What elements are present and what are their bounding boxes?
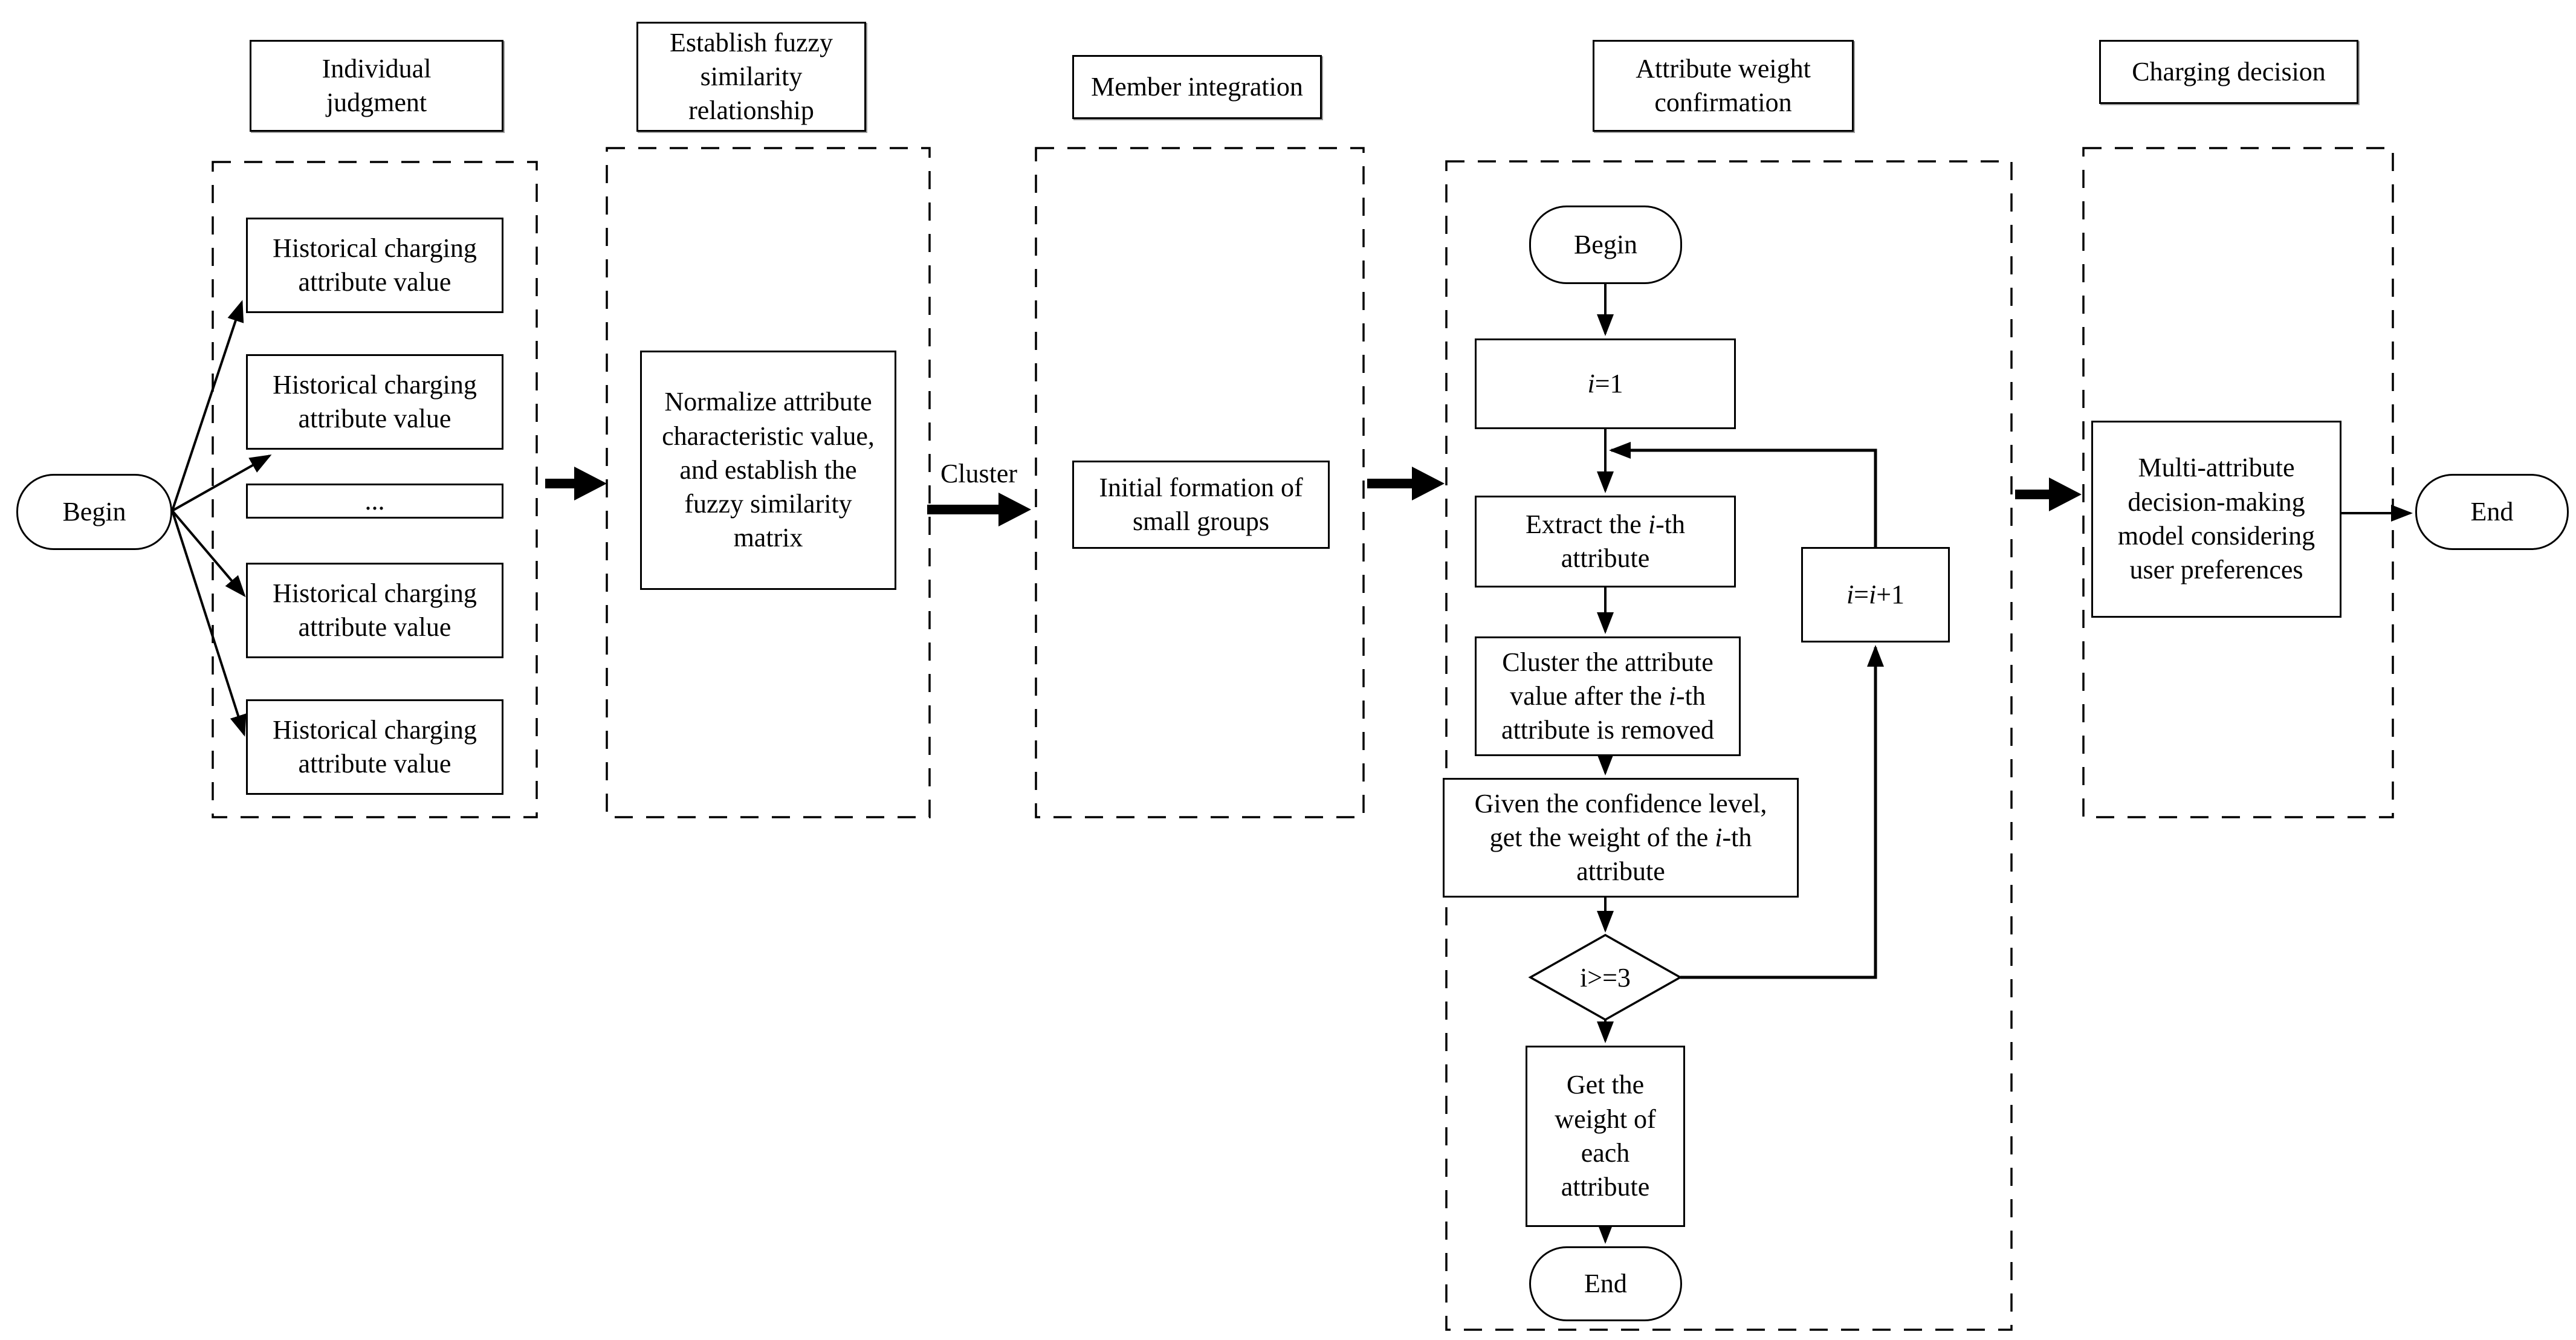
title-line: Charging decision [2132,56,2326,86]
box-line: attribute [1561,543,1650,573]
individual-judgment-container [212,161,538,818]
end-terminator-weight: End [1529,1246,1682,1321]
box-line: attribute value [298,267,451,297]
box-line: Historical charging [273,369,477,400]
box-line: attribute value [298,404,451,433]
box-line: model considering [2117,521,2315,551]
box-line: Initial formation of [1099,472,1303,502]
confidence-level-box: Given the confidence level, get the weig… [1443,778,1799,898]
box-line: small groups [1132,507,1270,536]
arrow-begin-to-box4 [171,510,246,598]
arrow-begin-to-box1 [171,300,244,511]
decision-label: i>=3 [1580,962,1631,992]
box-line: attribute is removed [1501,715,1714,745]
box-line: and establish the [679,455,857,485]
box-line: attribute value [298,749,451,778]
terminator-label: End [2470,496,2514,526]
historical-attribute-box-2: Historical charging attribute value [246,354,503,450]
title-line: Member integration [1091,71,1303,102]
historical-attribute-box-4: Historical charging attribute value [246,563,503,658]
box-line: Get the [1566,1070,1645,1100]
box-line: fuzzy similarity [684,489,852,519]
phase-title-member-integration: Member integration [1072,55,1322,119]
box-line: each [1581,1138,1630,1168]
box-line: Extract the i-th [1526,509,1685,539]
cluster-arrow-label: Cluster [940,458,1018,488]
title-line: relationship [688,95,814,126]
initial-formation-box: Initial formation of small groups [1072,461,1330,549]
box-line: Normalize attribute [664,387,872,417]
title-line: similarity [700,61,803,91]
box-line: Historical charging [273,578,477,608]
box-line: i=1 [1587,368,1623,398]
box-line: Given the confidence level, [1474,788,1767,818]
box-line: Historical charging [273,233,477,263]
terminator-label: End [1584,1268,1627,1298]
extract-attribute-box: Extract the i-th attribute [1475,496,1736,587]
box-line: value after the i-th [1510,681,1706,711]
title-line: judgment [326,88,427,117]
box-line: Multi-attribute [2138,453,2295,483]
box-line: attribute [1561,1172,1650,1202]
phase-title-fuzzy-similarity: Establish fuzzy similarity relationship [636,22,866,132]
historical-attribute-box-ellipsis: ... [246,484,503,519]
end-terminator-charging: End [2415,474,2569,550]
arrow-begin-to-box5 [171,510,247,737]
title-line: Establish fuzzy [669,27,833,57]
set-i-box: i=1 [1475,338,1736,429]
fuzzy-similarity-container [606,147,931,818]
decision-diamond [1528,933,1683,1021]
title-line: confirmation [1654,88,1792,117]
historical-attribute-box-5: Historical charging attribute value [246,699,503,795]
phase-title-individual-judgment: Individual judgment [250,40,503,132]
begin-terminator-weight: Begin [1529,206,1682,284]
phase-title-attribute-weight: Attribute weight confirmation [1593,40,1854,132]
arrow-decision-to-increment [1680,645,1884,979]
title-line: Attribute weight [1636,53,1811,83]
charging-decision-container [2082,147,2394,818]
arrow-begin-to-box2 [172,455,272,512]
terminator-label: Begin [62,496,126,526]
box-line: ... [364,485,385,516]
box-line: matrix [733,523,803,553]
member-integration-container [1035,147,1365,818]
box-line: get the weight of the i-th [1489,822,1752,852]
box-line: attribute [1576,856,1665,887]
multi-attribute-model-box: Multi-attribute decision-making model co… [2091,421,2341,618]
begin-terminator-individual: Begin [16,474,172,550]
attribute-weight-container [1445,160,2013,1331]
box-line: attribute value [298,612,451,642]
arrow-increment-to-junction [1609,442,1877,547]
box-line: i=i+1 [1846,579,1905,609]
phase-title-charging-decision: Charging decision [2099,40,2358,104]
historical-attribute-box-1: Historical charging attribute value [246,218,503,313]
box-line: characteristic value, [662,421,875,451]
normalize-attribute-box: Normalize attribute characteristic value… [640,351,896,590]
box-line: decision-making [2128,487,2305,517]
increment-i-box: i=i+1 [1801,547,1950,642]
get-weight-box: Get the weight of each attribute [1526,1046,1685,1227]
cluster-attribute-box: Cluster the attribute value after the i-… [1475,636,1741,756]
terminator-label: Begin [1573,229,1638,259]
box-line: user preferences [2129,555,2303,585]
box-line: Cluster the attribute [1502,647,1714,677]
box-line: weight of [1555,1104,1656,1134]
title-line: Individual [322,53,432,83]
box-line: Historical charging [273,714,477,745]
